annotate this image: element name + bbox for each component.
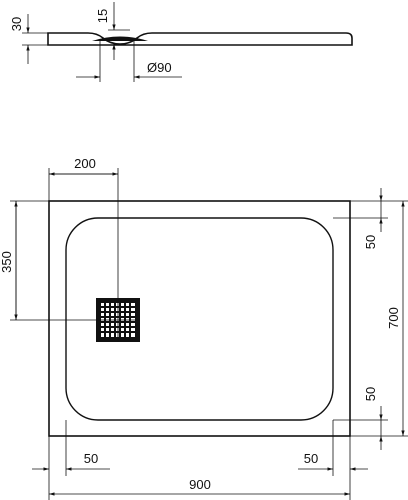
thickness-dimension-label: 30	[9, 17, 24, 31]
drain-body	[92, 36, 148, 41]
inner-margin-right-label: 50	[304, 451, 318, 466]
inner-margin-bottom-label: 50	[363, 387, 378, 401]
side-view: 30 15 Ø90	[9, 2, 353, 82]
drain-offset-y-label: 350	[0, 251, 14, 273]
inner-margin-left-label: 50	[84, 451, 98, 466]
width-dimension-label: 900	[189, 477, 211, 492]
drain-offset-x-label: 200	[74, 156, 96, 171]
depth-dimension-label: 700	[386, 307, 401, 329]
inner-margin-top-label: 50	[363, 235, 378, 249]
drain-diameter-dimension-label: Ø90	[147, 60, 172, 75]
tray-outline	[48, 200, 351, 437]
plan-view: 200 350 50 50 700 50	[0, 156, 408, 500]
tray-profile	[47, 32, 353, 46]
basin-outline	[65, 217, 334, 421]
drain-depth-dimension-label: 15	[95, 9, 110, 23]
